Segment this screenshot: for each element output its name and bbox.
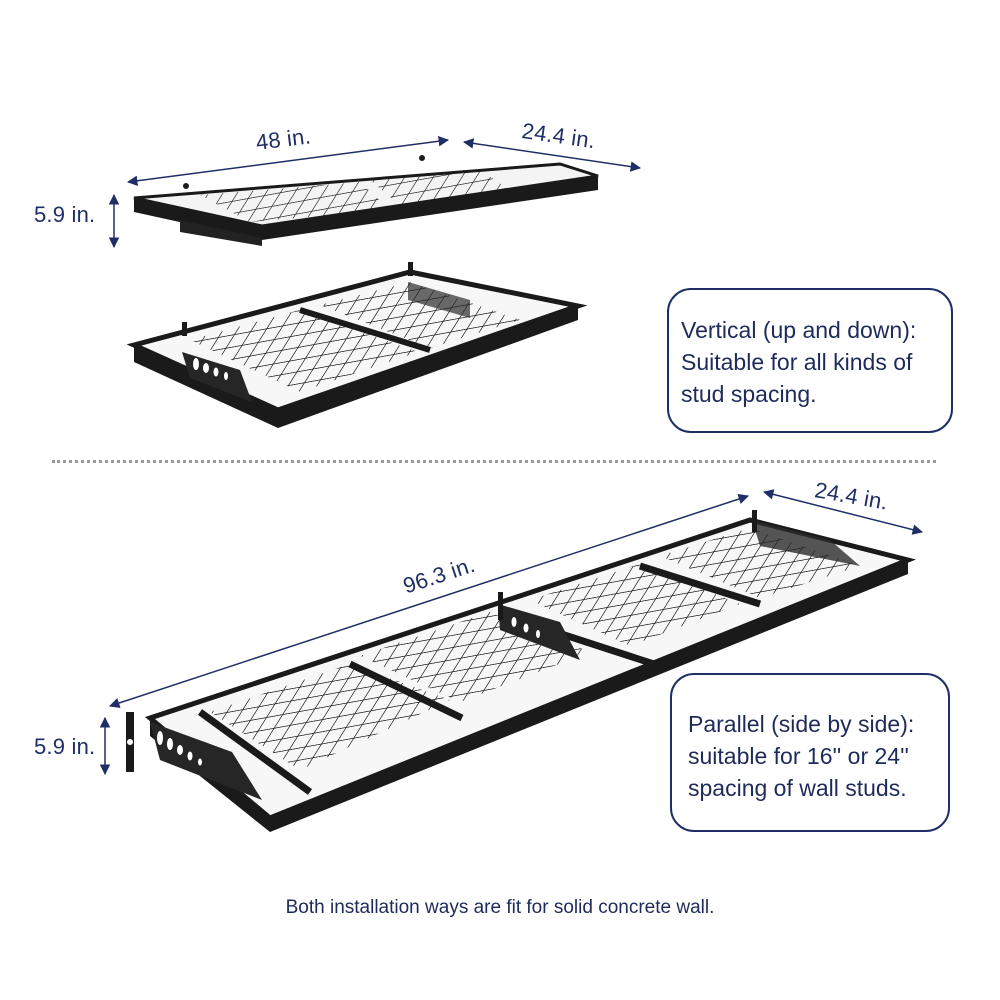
vertical-install-note: Vertical (up and down): Suitable for all… xyxy=(667,288,953,433)
top-dimension-arrows xyxy=(108,136,642,249)
bottom-dimension-arrows xyxy=(99,489,924,776)
footer-caption: Both installation ways are fit for solid… xyxy=(285,897,715,918)
note-line: suitable for 16'' or 24'' xyxy=(688,743,909,769)
bottom-height-label: 5.9 in. xyxy=(34,734,96,759)
top-shelf-single xyxy=(133,155,599,246)
note-line: stud spacing. xyxy=(681,381,817,407)
top-height-label: 5.9 in. xyxy=(34,202,96,227)
top-shelf-stacked xyxy=(126,262,588,428)
note-line: Suitable for all kinds of xyxy=(681,349,913,375)
note-line: Parallel (side by side): xyxy=(688,711,915,737)
note-line: Vertical (up and down): xyxy=(681,317,917,343)
section-divider xyxy=(52,460,936,463)
bottom-shelf-long xyxy=(126,510,917,832)
note-line: spacing of wall studs. xyxy=(688,775,907,801)
parallel-install-note: Parallel (side by side): suitable for 16… xyxy=(670,673,950,832)
